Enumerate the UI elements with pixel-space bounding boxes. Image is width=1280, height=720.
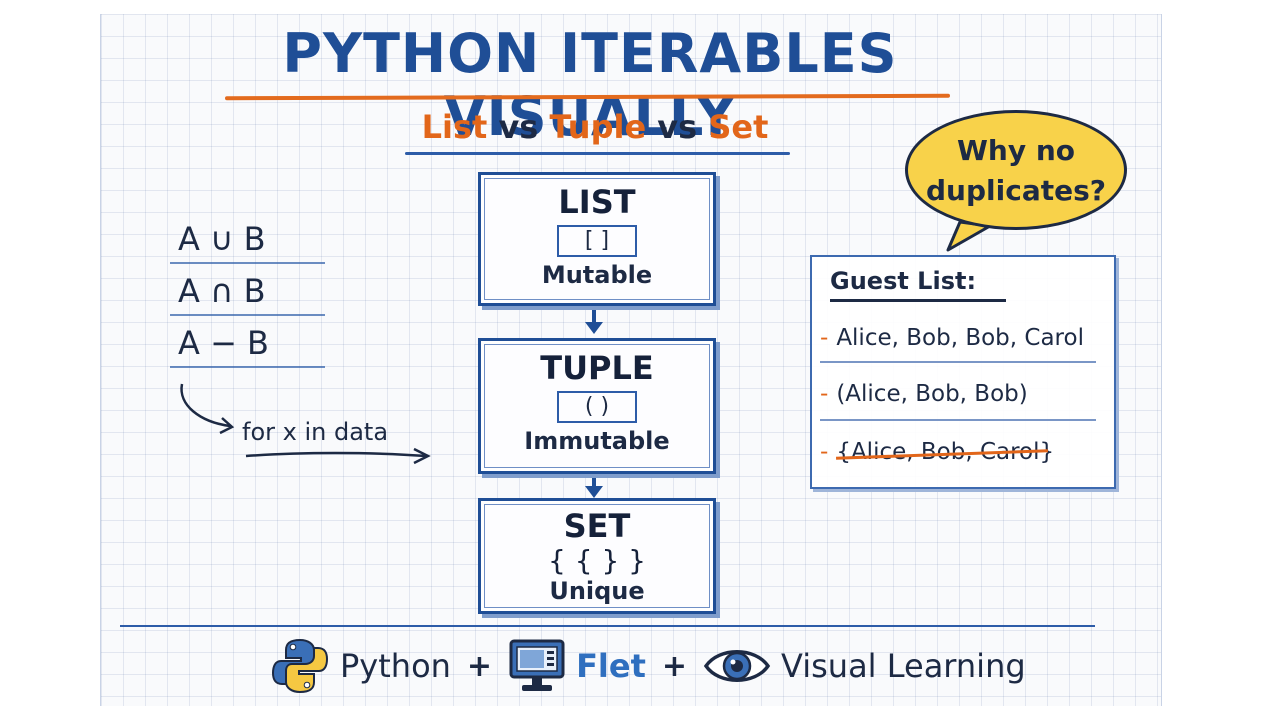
footer-plus-1: + bbox=[466, 648, 493, 684]
set-op-intersection: A ∩ B bbox=[170, 270, 330, 322]
bubble-line-2: duplicates? bbox=[926, 174, 1106, 207]
curved-arrow-head bbox=[219, 417, 235, 435]
set-op-rule bbox=[170, 262, 325, 264]
speech-bubble: Why no duplicates? bbox=[905, 110, 1127, 230]
subtitle-underline bbox=[405, 152, 790, 155]
set-property: Unique bbox=[549, 577, 645, 605]
list-property: Mutable bbox=[541, 261, 653, 289]
subtitle-vs-1: vs bbox=[487, 108, 550, 146]
flow-arrowhead-2 bbox=[585, 486, 603, 498]
footer-python: Python bbox=[340, 647, 451, 685]
tuple-box: TUPLE ( ) Immutable bbox=[478, 338, 716, 474]
set-op-rule bbox=[170, 366, 325, 368]
subtitle-tuple: Tuple bbox=[549, 108, 647, 146]
loop-underline-arrow bbox=[245, 451, 427, 458]
tuple-brackets: ( ) bbox=[556, 391, 638, 423]
bubble-line-1: Why no bbox=[957, 134, 1075, 167]
set-op-union: A ∪ B bbox=[170, 218, 330, 270]
set-braces: { { } } bbox=[548, 544, 646, 577]
set-operations: A ∪ B A ∩ B A − B bbox=[170, 218, 330, 374]
set-op-label: A − B bbox=[178, 324, 269, 362]
tuple-title: TUPLE bbox=[540, 349, 654, 387]
guest-row-text-struck: {Alice, Bob, Carol} bbox=[836, 439, 1055, 465]
subtitle-list: List bbox=[421, 108, 488, 146]
bubble-text: Why no duplicates? bbox=[908, 131, 1124, 211]
footer-rule bbox=[120, 625, 1095, 627]
eye-icon bbox=[703, 650, 771, 682]
subtitle-set: Set bbox=[708, 108, 769, 146]
set-op-label: A ∪ B bbox=[178, 220, 266, 258]
flet-monitor-icon bbox=[509, 639, 565, 691]
guest-list-heading: Guest List: bbox=[830, 267, 977, 295]
guest-list-card: Guest List: -Alice, Bob, Bob, Carol -(Al… bbox=[810, 255, 1116, 489]
curved-arrow-icon bbox=[180, 383, 231, 428]
set-op-difference: A − B bbox=[170, 322, 330, 374]
flow-arrowhead-1 bbox=[585, 322, 603, 334]
subtitle-vs-2: vs bbox=[646, 108, 709, 146]
list-title: LIST bbox=[558, 183, 636, 221]
guest-row-list: -Alice, Bob, Bob, Carol bbox=[820, 325, 1084, 351]
set-title: SET bbox=[563, 507, 631, 545]
guest-row-rule bbox=[820, 361, 1096, 363]
for-loop-label: for x in data bbox=[242, 418, 389, 446]
subtitle: List vs Tuple vs Set bbox=[390, 108, 800, 146]
list-box: LIST [ ] Mutable bbox=[478, 172, 716, 306]
guest-row-tuple: -(Alice, Bob, Bob) bbox=[820, 381, 1028, 407]
guest-row-rule bbox=[820, 419, 1096, 421]
set-op-rule bbox=[170, 314, 325, 316]
footer: Python + Flet + Visual Learning bbox=[270, 636, 1026, 696]
list-brackets: [ ] bbox=[556, 225, 638, 257]
footer-flet: Flet bbox=[576, 647, 646, 685]
footer-plus-2: + bbox=[661, 648, 688, 684]
guest-row-text: (Alice, Bob, Bob) bbox=[836, 381, 1028, 407]
guest-row-text: Alice, Bob, Bob, Carol bbox=[836, 325, 1084, 351]
tuple-property: Immutable bbox=[524, 427, 670, 455]
guest-list-heading-rule bbox=[830, 299, 1006, 302]
guest-row-set: -{Alice, Bob, Carol} bbox=[820, 439, 1055, 465]
python-logo-icon bbox=[271, 638, 329, 694]
set-box: SET { { } } Unique bbox=[478, 498, 716, 614]
set-op-label: A ∩ B bbox=[178, 272, 266, 310]
footer-visual-learning: Visual Learning bbox=[781, 647, 1026, 685]
loop-arrowhead bbox=[413, 447, 431, 465]
